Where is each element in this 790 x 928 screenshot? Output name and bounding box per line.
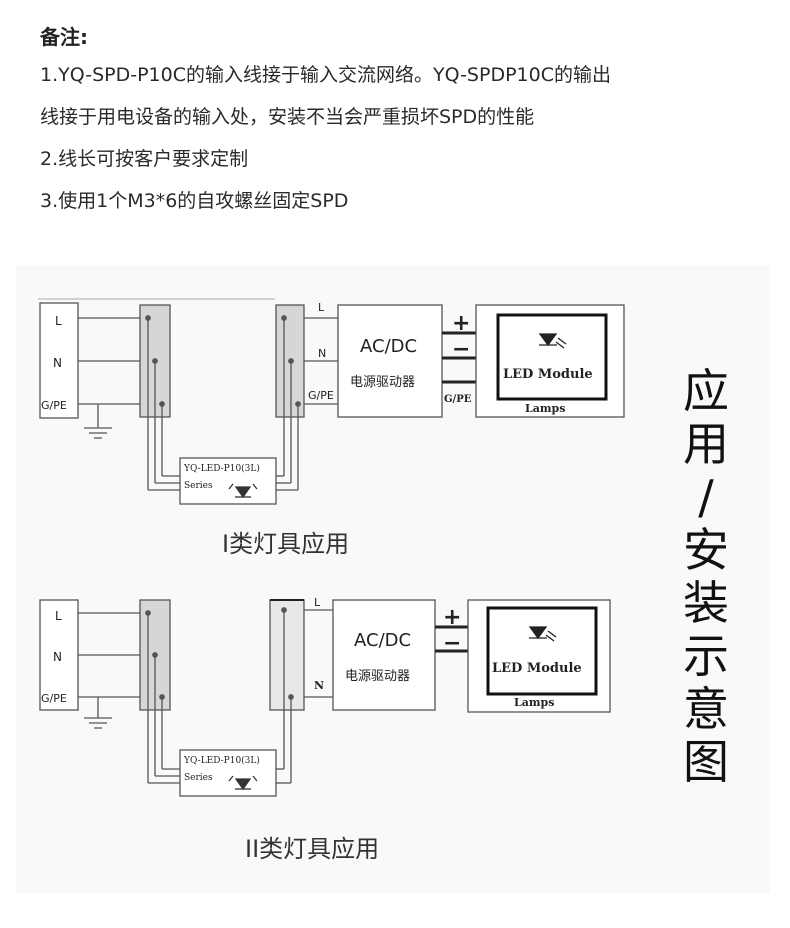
side-title-char: 装 — [683, 576, 729, 630]
d2-minus: − — [443, 631, 461, 656]
output-terminal-block-2 — [269, 599, 305, 711]
d1-label-n: N — [53, 356, 62, 370]
notes-heading: 备注: — [40, 25, 88, 49]
side-title: 应 用 / 安 装 示 意 图 — [676, 365, 736, 789]
diagram-class-1 — [38, 298, 625, 505]
d2-driver-subtitle: 电源驱动器 — [345, 669, 410, 684]
source-terminal-box — [39, 302, 79, 419]
led-module-box-2 — [486, 606, 598, 696]
d1-lamps: Lamps — [525, 402, 565, 415]
side-title-char: 示 — [683, 629, 729, 683]
d2-spd-series: Series — [184, 773, 213, 783]
d1-driver-subtitle: 电源驱动器 — [350, 375, 415, 390]
side-title-char: 用 — [683, 417, 729, 471]
side-title-char: 应 — [683, 364, 729, 418]
d2-label-l: L — [55, 609, 62, 623]
d1-label-l: L — [55, 314, 62, 328]
d2-caption: II类灯具应用 — [245, 835, 379, 863]
note-line-2: 线接于用电设备的输入处，安装不当会严重损坏SPD的性能 — [40, 106, 535, 128]
d1-out-gpe: G/PE — [308, 389, 334, 402]
d1-led-module: LED Module — [503, 367, 593, 382]
acdc-driver-box-2 — [332, 599, 436, 711]
notes-block: 备注: 1.YQ-SPD-P10C的输入线接于输入交流网络。YQ-SPDP10C… — [40, 20, 760, 222]
d1-label-gpe: G/PE — [41, 399, 67, 412]
spd-module — [179, 457, 277, 505]
d2-led-module: LED Module — [492, 661, 582, 676]
led-diode-icon-2 — [528, 626, 557, 642]
spd-diode-icon-2 — [228, 775, 258, 791]
d1-plus: + — [452, 311, 470, 336]
d2-plus: + — [443, 605, 461, 630]
d2-out-n: N — [314, 679, 324, 692]
d1-driver-title: AC/DC — [360, 336, 417, 357]
note-line-1: 1.YQ-SPD-P10C的输入线接于输入交流网络。YQ-SPDP10C的输出 — [40, 64, 611, 86]
d2-label-gpe: G/PE — [41, 692, 67, 705]
d1-spd-series: Series — [184, 481, 213, 491]
d2-lamps: Lamps — [514, 696, 554, 709]
spd-module-2 — [179, 749, 277, 797]
note-line-4: 3.使用1个M3*6的自攻螺丝固定SPD — [40, 190, 349, 212]
side-title-char: 图 — [683, 735, 729, 789]
d1-out-n: N — [318, 347, 326, 360]
d1-minus: − — [452, 337, 470, 362]
d2-driver-title: AC/DC — [354, 630, 411, 651]
diagram-class-2 — [39, 599, 611, 797]
d2-out-l: L — [314, 596, 321, 609]
d2-spd-model: YQ-LED-P10(3L) — [183, 755, 260, 766]
d1-out-l: L — [318, 301, 325, 314]
note-line-3: 2.线长可按客户要求定制 — [40, 148, 249, 170]
side-title-char: 意 — [683, 682, 729, 736]
side-title-char: 安 — [683, 523, 729, 577]
d2-label-n: N — [53, 650, 62, 664]
acdc-driver-box — [337, 304, 443, 418]
d1-caption: I类灯具应用 — [222, 530, 349, 558]
spd-diode-icon — [228, 483, 258, 499]
led-module-box — [496, 313, 608, 401]
d1-spd-model: YQ-LED-P10(3L) — [183, 463, 260, 474]
led-diode-icon — [538, 333, 567, 349]
d1-dc-ground: G/PE — [444, 394, 472, 405]
side-title-char: / — [698, 470, 714, 524]
